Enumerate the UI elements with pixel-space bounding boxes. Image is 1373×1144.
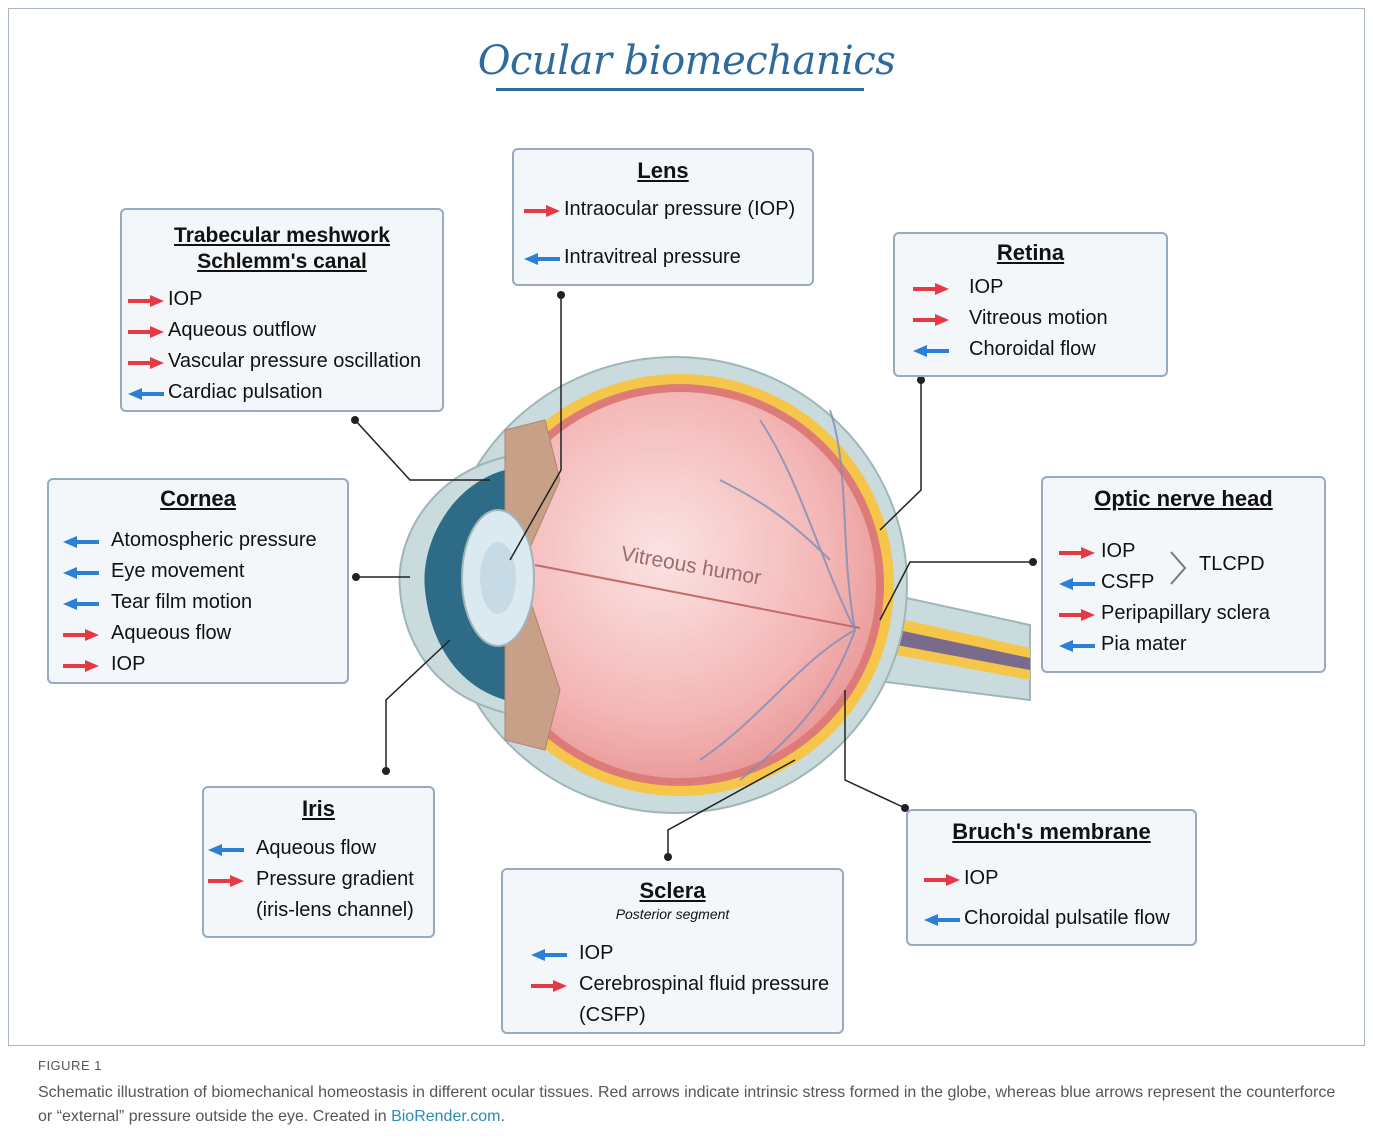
red-arrow-icon (911, 313, 951, 327)
force-item-label: Tear film motion (111, 591, 252, 614)
red-arrow-icon (126, 325, 166, 339)
force-item-label: Pressure gradient (256, 868, 414, 891)
force-item-label: Aqueous flow (111, 622, 231, 645)
blue-arrow-icon (922, 913, 962, 927)
trabecular-title-1: Trabecular meshwork (122, 224, 442, 248)
blue-arrow-icon (1057, 639, 1097, 653)
force-item-label: IOP (168, 288, 202, 311)
red-arrow-icon (522, 204, 562, 218)
optic-title: Optic nerve head (1043, 486, 1324, 512)
force-item-label: Aqueous outflow (168, 319, 316, 342)
force-item-label: Aqueous flow (256, 837, 376, 860)
force-item-label: Choroidal pulsatile flow (964, 907, 1170, 930)
force-item-label: (iris-lens channel) (256, 899, 414, 922)
force-item-label: CSFP (1101, 571, 1154, 594)
trabecular-box: Trabecular meshwork Schlemm's canal IOP A… (120, 208, 444, 412)
force-item-label: IOP (111, 653, 145, 676)
tlcpd-label: TLCPD (1199, 553, 1265, 576)
retina-title: Retina (895, 240, 1166, 266)
sclera-title: Sclera (503, 878, 842, 904)
figure-caption: FIGURE 1 Schematic illustration of biome… (38, 1058, 1338, 1129)
sclera-subtitle: Posterior segment (503, 906, 842, 922)
bruch-title: Bruch's membrane (908, 819, 1195, 845)
red-arrow-icon (126, 356, 166, 370)
force-item-label: IOP (969, 276, 1003, 299)
force-item-label: Choroidal flow (969, 338, 1096, 361)
biorender-link[interactable]: BioRender.com (391, 1108, 500, 1125)
force-item-label: Intravitreal pressure (564, 246, 741, 269)
blue-arrow-icon (911, 344, 951, 358)
caption-end: . (500, 1108, 504, 1125)
force-item-label: Vitreous motion (969, 307, 1108, 330)
caption-body: Schematic illustration of biomechanical … (38, 1084, 1335, 1125)
optic-nerve-head-box: Optic nerve head TLCPD IOP CSFP Peripapill… (1041, 476, 1326, 673)
iris-title: Iris (204, 796, 433, 822)
caption-text: Schematic illustration of biomechanical … (38, 1081, 1338, 1129)
red-arrow-icon (1057, 546, 1097, 560)
blue-arrow-icon (61, 535, 101, 549)
tlcpd-bracket (1167, 548, 1191, 588)
trabecular-title-2: Schlemm's canal (122, 250, 442, 274)
force-item-label: IOP (1101, 540, 1135, 563)
sclera-box: Sclera Posterior segment IOP Cerebrospina… (501, 868, 844, 1034)
force-item-label: Atomospheric pressure (111, 529, 317, 552)
red-arrow-icon (61, 628, 101, 642)
force-item-label: IOP (964, 867, 998, 890)
force-item-label: (CSFP) (579, 1004, 646, 1027)
red-arrow-icon (206, 874, 246, 888)
force-item-label: IOP (579, 942, 613, 965)
force-item-label: Vascular pressure oscillation (168, 350, 421, 373)
force-item-label: Intraocular pressure (IOP) (564, 198, 795, 221)
cornea-title: Cornea (49, 486, 347, 512)
blue-arrow-icon (1057, 577, 1097, 591)
bruchs-membrane-box: Bruch's membrane IOP Choroidal pulsatile … (906, 809, 1197, 946)
blue-arrow-icon (206, 843, 246, 857)
red-arrow-icon (61, 659, 101, 673)
force-item-label: Eye movement (111, 560, 244, 583)
red-arrow-icon (529, 979, 569, 993)
lens-box: Lens Intraocular pressure (IOP) Intravitr… (512, 148, 814, 286)
figure-label: FIGURE 1 (38, 1058, 1338, 1073)
red-arrow-icon (126, 294, 166, 308)
force-item-label: Cerebrospinal fluid pressure (579, 973, 829, 996)
blue-arrow-icon (126, 387, 166, 401)
blue-arrow-icon (529, 948, 569, 962)
blue-arrow-icon (522, 252, 562, 266)
force-item-label: Pia mater (1101, 633, 1187, 656)
force-item-label: Cardiac pulsation (168, 381, 323, 404)
blue-arrow-icon (61, 597, 101, 611)
red-arrow-icon (922, 873, 962, 887)
blue-arrow-icon (61, 566, 101, 580)
force-item-label: Peripapillary sclera (1101, 602, 1270, 625)
red-arrow-icon (1057, 608, 1097, 622)
lens-title: Lens (514, 158, 812, 184)
red-arrow-icon (911, 282, 951, 296)
